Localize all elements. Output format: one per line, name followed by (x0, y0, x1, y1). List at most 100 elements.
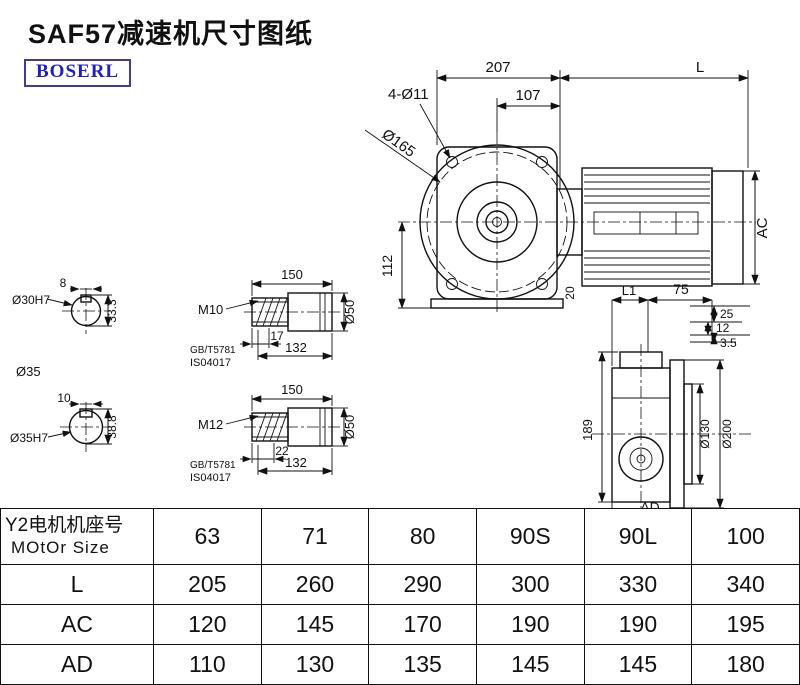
value-cell: 330 (583, 564, 693, 605)
value-cell: 145 (583, 644, 693, 685)
row-label-L: L (0, 564, 154, 605)
motor-size-header-en: MOtOr Size (11, 538, 110, 558)
value-cell: 120 (153, 604, 262, 645)
dim-75-label: 75 (673, 281, 689, 297)
flange-outer-circle (419, 144, 575, 300)
value-cell: 195 (691, 604, 800, 645)
page-title: SAF57减速机尺寸图纸 (28, 19, 314, 49)
motor-size-71: 71 (260, 508, 370, 565)
shaft-length-label: 150 (281, 382, 303, 397)
dim-AD-label: AD (640, 499, 659, 508)
shaft-circle (476, 201, 518, 243)
thread-length-label: 22 (275, 444, 289, 458)
keyway-depth-label: 33.3 (105, 299, 119, 323)
dim-20-label: 20 (563, 286, 577, 300)
value-cell: 190 (583, 604, 693, 645)
dim-L1-label: L1 (622, 283, 636, 298)
table-header-row: Y2电机机座号 MOtOr Size 63 71 80 90S 90L 100 (0, 508, 800, 565)
thread-hatch (255, 297, 288, 327)
flange-pilot (683, 383, 693, 485)
value-cell: 260 (260, 564, 370, 605)
brand-logo: BOSERL (24, 59, 132, 87)
dimension-table: Y2电机机座号 MOtOr Size 63 71 80 90S 90L 100 … (0, 508, 800, 685)
bearing-housing-circle (456, 181, 538, 263)
shaft-dia-label: Ø50 (342, 300, 357, 325)
value-cell: 110 (153, 644, 262, 685)
thread-length-label: 17 (270, 329, 284, 343)
bore-d35-label: Ø35H7 (10, 431, 48, 445)
value-cell: 130 (260, 644, 370, 685)
value-cell: 145 (475, 644, 585, 685)
standard-iso-label: IS04017 (190, 472, 231, 484)
bolt-holes-label: 4-Ø11 (388, 86, 429, 103)
row-label-AD: AD (0, 644, 154, 685)
dim-AC-label: AC (754, 217, 771, 238)
bolt-circle (426, 151, 568, 293)
shaft-detail-1: 150 M10 17 132 GB/T5781 IS04017 Ø50 (190, 267, 357, 369)
technical-drawing: 207 L 107 4-Ø11 Ø165 112 AC 20 (10, 59, 771, 508)
dim-L-label: L (696, 59, 704, 76)
table-row-L: L 205 260 290 300 330 340 (0, 564, 800, 605)
thread-size-label: M12 (198, 417, 223, 432)
keyway (79, 408, 93, 418)
shaft-end-view-1: 8 Ø30H7 33.3 (12, 276, 119, 334)
motor-body (581, 167, 713, 287)
shaft-end-view-2: Ø35 10 Ø35H7 38.8 (10, 364, 119, 452)
shaft-section-circle (68, 409, 104, 445)
center-hole (492, 217, 502, 227)
dim-12-label: 12 (716, 321, 730, 335)
table-row-AC: AC 120 145 170 190 190 195 (0, 604, 800, 645)
value-cell: 180 (691, 644, 800, 685)
dim-25-label: 25 (720, 307, 734, 321)
side-view: L1 75 25 12 3.5 189 Ø130 Ø200 AD (580, 281, 752, 508)
shaft-detail-2: 150 M12 22 132 GB/T5781 IS04017 Ø50 (190, 382, 357, 484)
motor-size-header-cn: Y2电机机座号 (5, 515, 124, 537)
usable-length-label: 132 (285, 340, 307, 355)
shaft-dia-label: Ø35 (16, 364, 41, 379)
shaft-dia-label: Ø50 (342, 415, 357, 440)
keyway-width-label: 10 (57, 391, 71, 405)
standard-iso-label: IS04017 (190, 357, 231, 369)
value-cell: 340 (691, 564, 800, 605)
front-view: 207 L 107 4-Ø11 Ø165 112 AC 20 (364, 59, 771, 312)
thread-size-label: M10 (198, 302, 223, 317)
value-cell: 300 (475, 564, 585, 605)
bore-d30-label: Ø30H7 (12, 293, 50, 307)
standard-gb-label: GB/T5781 (190, 345, 236, 356)
shaft-bore-circle (485, 210, 509, 234)
keyway (80, 294, 92, 303)
shaft-length-label: 150 (281, 267, 303, 282)
pilot-dia-label: Ø130 (698, 419, 712, 449)
dim-3-5-label: 3.5 (720, 336, 737, 350)
row-label-AC: AC (0, 604, 154, 645)
shaft-body (287, 292, 333, 332)
value-cell: 205 (153, 564, 262, 605)
thread-hatch (255, 412, 288, 442)
motor-size-90S: 90S (475, 508, 585, 565)
motor-size-100: 100 (691, 508, 800, 565)
value-cell: 190 (475, 604, 585, 645)
motor-size-90L: 90L (583, 508, 693, 565)
shaft-section-circle (70, 295, 102, 327)
dim-112-label: 112 (379, 255, 395, 278)
keyway-depth-label: 38.8 (105, 415, 119, 439)
motor-size-63: 63 (153, 508, 262, 565)
keyway-width-label: 8 (60, 276, 67, 290)
value-cell: 145 (260, 604, 370, 645)
motor-fins (584, 174, 710, 280)
output-hub-circle (618, 436, 664, 482)
value-cell: 290 (368, 564, 477, 605)
value-cell: 170 (368, 604, 477, 645)
bolt-holes (446, 156, 548, 290)
motor-size-header-cell: Y2电机机座号 MOtOr Size (0, 508, 154, 565)
shaft-body (287, 407, 333, 447)
value-cell: 135 (368, 644, 477, 685)
standard-gb-label: GB/T5781 (190, 460, 236, 471)
flange-dia-label: Ø200 (720, 419, 734, 449)
dim-189-label: 189 (580, 419, 595, 441)
dim-107-label: 107 (515, 87, 540, 104)
table-row-AD: AD 110 130 135 145 145 180 (0, 644, 800, 685)
motor-fan-cowl (711, 170, 744, 285)
motor-rotor (593, 211, 699, 235)
dim-207-label: 207 (485, 59, 510, 76)
